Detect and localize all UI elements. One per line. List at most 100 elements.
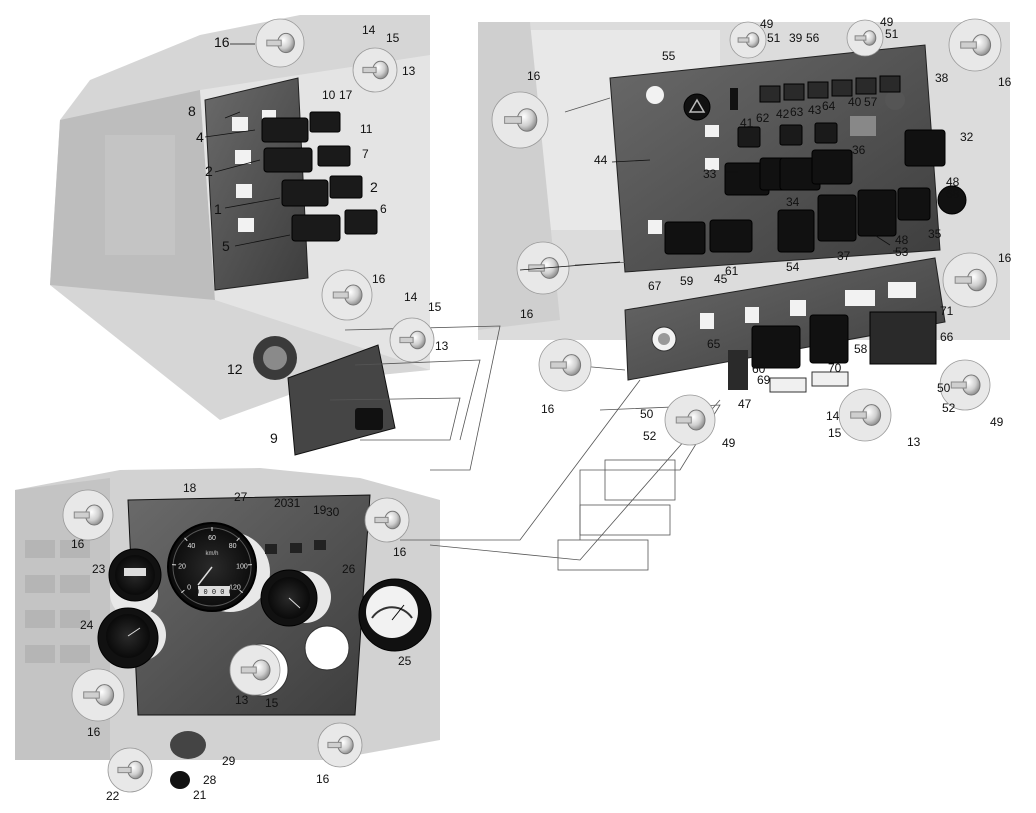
part-number-label: 49 xyxy=(722,436,736,450)
part-number-label: 6 xyxy=(380,202,387,216)
speedometer-tick xyxy=(181,589,185,594)
part-number-label: 64 xyxy=(822,99,836,113)
part-number-label: 59 xyxy=(680,274,694,288)
part-number-label: 8 xyxy=(188,103,196,119)
speedometer-scale-label: 0 xyxy=(187,584,191,591)
part-number-label: 5 xyxy=(222,238,230,254)
part-number-label: 14 xyxy=(362,23,376,37)
part-number-label: 34 xyxy=(786,195,800,209)
part-number-label: 61 xyxy=(725,264,739,278)
part-number-label: 45 xyxy=(714,272,728,286)
speedometer-scale-label: 100 xyxy=(236,563,248,570)
left-switch-panel xyxy=(204,77,378,291)
bolt-shank-icon xyxy=(374,516,389,524)
odometer-readout: 0 0 0 0 0 xyxy=(195,589,233,597)
part-number-label: 4 xyxy=(196,129,204,145)
bolt-shank-icon xyxy=(327,741,342,749)
part-number-label: 2 xyxy=(370,179,378,195)
part-number-label: 63 xyxy=(790,105,804,119)
part-number-label: 21 xyxy=(193,788,207,802)
part-number-label: 57 xyxy=(864,95,878,109)
part-number-label: 16 xyxy=(998,75,1012,89)
part-number-label: 26 xyxy=(342,562,356,576)
part-number-label: 48 xyxy=(895,233,909,247)
knob-28 xyxy=(170,731,206,789)
part-number-label: 16 xyxy=(527,69,541,83)
indicator-lamps xyxy=(265,540,326,554)
part-number-label: 10 xyxy=(322,88,336,102)
part-number-label: 15 xyxy=(386,31,400,45)
part-number-label: 67 xyxy=(648,279,662,293)
part-number-label: 15 xyxy=(828,426,842,440)
part-number-label: 16 xyxy=(71,537,85,551)
part-number-label: 51 xyxy=(885,27,899,41)
part-number-label: 52 xyxy=(643,429,657,443)
part-number-label: 18 xyxy=(183,481,197,495)
part-number-label: 71 xyxy=(940,304,954,318)
part-number-label: 2 xyxy=(205,163,213,179)
part-number-label: 30 xyxy=(326,505,340,519)
bolt-shank-icon xyxy=(854,35,867,41)
speedometer-scale-label: 40 xyxy=(188,543,196,550)
part-number-label: 49 xyxy=(990,415,1004,429)
part-number-label: 12 xyxy=(227,361,243,377)
bolt-shank-icon xyxy=(550,361,567,369)
part-number-label: 52 xyxy=(942,401,956,415)
part-number-label: 31 xyxy=(287,496,301,510)
speedometer-tick xyxy=(236,537,240,542)
part-number-label: 16 xyxy=(214,34,230,50)
bolt-shank-icon xyxy=(737,37,750,43)
part-number-label: 13 xyxy=(907,435,921,449)
part-number-label: 32 xyxy=(960,130,974,144)
bolt-shank-icon xyxy=(73,511,90,519)
part-number-label: 49 xyxy=(760,17,774,31)
part-number-label: 35 xyxy=(928,227,942,241)
part-number-label: 48 xyxy=(946,175,960,189)
part-number-label: 13 xyxy=(235,693,249,707)
part-number-label: 51 xyxy=(767,31,781,45)
part-number-label: 40 xyxy=(848,95,862,109)
part-number-label: 15 xyxy=(265,696,279,710)
part-number-label: 28 xyxy=(203,773,217,787)
bolt-shank-icon xyxy=(83,691,100,699)
bolt-shank-icon xyxy=(954,276,972,284)
part-number-label: 69 xyxy=(757,373,771,387)
part-number-label: 16 xyxy=(372,272,386,286)
part-number-label: 25 xyxy=(398,654,412,668)
speedometer-unit: km/h xyxy=(205,551,218,557)
speedometer-tick xyxy=(184,537,188,542)
part-number-label: 20 xyxy=(274,496,288,510)
part-number-label: 7 xyxy=(362,147,369,161)
part-number-label: 66 xyxy=(940,330,954,344)
speedometer-scale-label: 120 xyxy=(229,584,241,591)
part-number-label: 38 xyxy=(935,71,949,85)
part-number-label: 16 xyxy=(520,307,534,321)
part-number-label: 53 xyxy=(895,245,909,259)
part-number-label: 22 xyxy=(106,789,120,803)
speedometer-tick xyxy=(239,589,243,594)
part-number-label: 44 xyxy=(594,153,608,167)
leader-lines xyxy=(204,43,900,271)
part-number-label: 50 xyxy=(640,407,654,421)
part-number-label: 14 xyxy=(826,409,840,423)
part-number-label: 14 xyxy=(404,290,418,304)
part-number-label: 15 xyxy=(428,300,442,314)
part-number-label: 27 xyxy=(234,490,248,504)
speedometer-scale-label: 60 xyxy=(208,535,216,542)
part-number-label: 58 xyxy=(854,342,868,356)
bolt-shank-icon xyxy=(399,336,414,344)
part-number-label: 60 xyxy=(752,362,766,376)
bolt-shank-icon xyxy=(362,66,377,74)
part-number-label: 62 xyxy=(756,111,770,125)
bolt-shank-icon xyxy=(332,291,349,299)
bolt-callouts xyxy=(62,18,1002,793)
part-number-label: 16 xyxy=(316,772,330,786)
gauge-23 xyxy=(108,548,162,602)
part-number-label: 55 xyxy=(662,49,676,63)
gauge-26 xyxy=(260,569,318,627)
right-switch-panel xyxy=(609,44,967,273)
gauge-25 xyxy=(358,578,432,652)
